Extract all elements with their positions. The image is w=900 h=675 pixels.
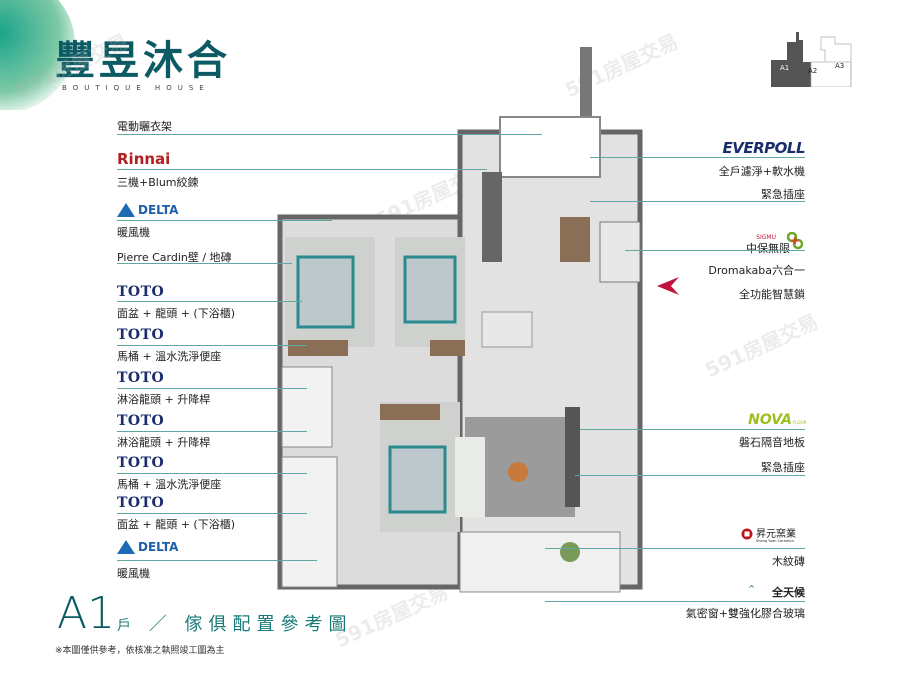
key-plan-a2 xyxy=(810,61,852,87)
leader-line xyxy=(117,134,542,135)
delta-brand: DELTA xyxy=(138,203,179,217)
label-toilet: 馬桶 + 溫水洗淨便座 xyxy=(117,478,222,491)
key-plan-a1-label: A1 xyxy=(780,64,790,72)
leader-line xyxy=(117,169,487,170)
disclaimer: ※本圖僅供參考，依核准之執照竣工圖為主 xyxy=(55,646,225,656)
nova-small: FLOOR xyxy=(793,420,807,425)
toto-logo: TOTO xyxy=(117,455,165,471)
leader-line xyxy=(575,475,805,476)
delta-brand: DELTA xyxy=(138,540,179,554)
delta-logo: DELTA xyxy=(117,540,178,554)
label-clothes-rack: 電動曬衣架 xyxy=(117,120,172,133)
bed xyxy=(296,255,355,329)
label-heater: 暖風機 xyxy=(117,226,150,239)
delta-triangle-icon xyxy=(117,540,135,554)
label-kitchen-appliances: 三機+Blum絞鍊 xyxy=(117,176,199,189)
label-tiles: Pierre Cardin壁 / 地磚 xyxy=(117,251,232,264)
label-emergency-outlet: 緊急插座 xyxy=(761,188,805,201)
sigmu-logo: 中保無限 xyxy=(746,242,790,255)
shengyuan-small: Sheng Yuan Ceramics xyxy=(756,539,794,543)
sigmu-small: SIGMU xyxy=(756,234,776,241)
wardrobe xyxy=(288,340,348,356)
wardrobe xyxy=(430,340,465,356)
caption-suffix: 戶 xyxy=(117,618,137,634)
floor-plan xyxy=(277,47,643,593)
leader-line xyxy=(590,201,805,202)
dining-table xyxy=(481,311,533,348)
entry-arrow-icon xyxy=(657,277,679,295)
watermark: 591房屋交易 xyxy=(701,309,822,383)
key-plan-a1 xyxy=(771,32,811,87)
leader-line xyxy=(117,473,307,474)
leader-line xyxy=(117,388,307,389)
window-brand-logo: 全天候 xyxy=(772,586,805,599)
leader-line xyxy=(117,431,307,432)
bathroom-2 xyxy=(281,456,338,588)
label-water-filter: 全戶濾淨+軟水機 xyxy=(718,165,805,178)
key-plan-a3-label: A3 xyxy=(835,62,845,70)
leader-line xyxy=(590,157,805,158)
brand-title: 豐昱沐合 xyxy=(55,37,231,84)
delta-logo: DELTA xyxy=(117,203,178,217)
leader-line xyxy=(580,429,805,430)
wardrobe xyxy=(380,404,440,420)
delta-triangle-icon xyxy=(117,203,135,217)
bed xyxy=(388,445,447,514)
label-basin: 面盆 + 龍頭 + (下浴櫃) xyxy=(117,518,236,531)
coffee-table xyxy=(508,462,528,482)
leader-line xyxy=(117,345,307,346)
key-plan xyxy=(771,32,852,87)
shengyuan-logo-icon xyxy=(741,528,753,540)
label-window: 氣密窗+雙強化膠合玻璃 xyxy=(685,607,805,620)
label-floor: 磐石隔音地板 xyxy=(739,436,805,449)
toto-logo: TOTO xyxy=(117,370,165,386)
toto-logo: TOTO xyxy=(117,413,165,429)
bathroom-1 xyxy=(281,366,333,448)
sofa xyxy=(455,437,485,517)
everpoll-logo: EVERPOLL xyxy=(722,139,805,157)
key-plan-a2-label: A2 xyxy=(808,67,818,75)
label-basin: 面盆 + 龍頭 + (下浴櫃) xyxy=(117,307,236,320)
caption-text: ／ 傢俱配置參考圖 xyxy=(148,614,353,635)
window-brand-icon: ⌃ xyxy=(747,583,757,596)
balcony xyxy=(459,531,621,593)
brand-subtitle: BOUTIQUE HOUSE xyxy=(62,84,210,92)
toto-logo: TOTO xyxy=(117,284,165,300)
plant xyxy=(560,542,580,562)
label-smart-lock-2: 全功能智慧鎖 xyxy=(739,288,805,301)
toto-logo: TOTO xyxy=(117,495,165,511)
leader-line xyxy=(117,220,332,221)
label-heater: 暖風機 xyxy=(117,567,150,580)
leader-line xyxy=(625,250,805,251)
tv-cabinet xyxy=(565,407,580,507)
bed xyxy=(403,255,457,324)
caption-title: 戶 ／ 傢俱配置參考圖 xyxy=(117,610,352,636)
leader-line xyxy=(545,601,805,602)
label-wood-tile: 木紋磚 xyxy=(772,555,805,568)
leader-line xyxy=(545,548,805,549)
leader-line xyxy=(117,301,302,302)
sigmu-logo-icon xyxy=(786,232,804,250)
label-toilet: 馬桶 + 溫水洗淨便座 xyxy=(117,350,222,363)
toto-logo: TOTO xyxy=(117,327,165,343)
leader-line xyxy=(117,513,307,514)
unit-name: A1 xyxy=(57,588,116,639)
key-plan-a3 xyxy=(820,36,852,87)
rinnai-logo: Rinnai xyxy=(117,150,171,168)
leader-line xyxy=(117,560,317,561)
entry xyxy=(599,221,641,283)
label-shower: 淋浴龍頭 + 升降桿 xyxy=(117,436,211,449)
kitchen-cabinet xyxy=(560,217,590,262)
label-smart-lock: Dromakaba六合一 xyxy=(708,264,805,277)
leader-line xyxy=(117,263,292,264)
label-shower: 淋浴龍頭 + 升降桿 xyxy=(117,393,211,406)
kitchen-counter xyxy=(482,172,502,262)
nova-logo: NOVA xyxy=(748,412,792,428)
label-emergency-outlet: 緊急插座 xyxy=(761,461,805,474)
shengyuan-logo: 昇元窯業 xyxy=(756,529,796,540)
